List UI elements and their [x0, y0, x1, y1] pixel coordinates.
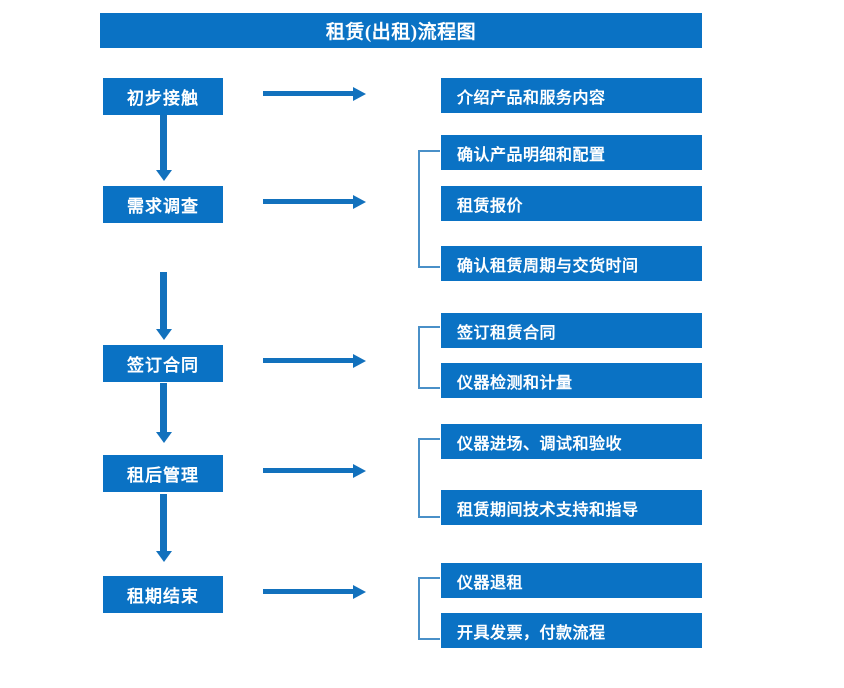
group-bracket-5: [418, 577, 440, 640]
horizontal-arrow-3: [263, 358, 353, 363]
detail-box-3-1[interactable]: 签订租赁合同: [441, 313, 702, 348]
group-bracket-2: [418, 150, 440, 268]
vertical-arrow-4: [160, 494, 167, 552]
detail-box-4-2[interactable]: 租赁期间技术支持和指导: [441, 490, 702, 525]
detail-box-1-1[interactable]: 介绍产品和服务内容: [441, 78, 702, 113]
stage-box-3[interactable]: 签订合同: [103, 345, 223, 382]
detail-box-2-1[interactable]: 确认产品明细和配置: [441, 135, 702, 170]
stage-box-5[interactable]: 租期结束: [103, 576, 223, 613]
group-bracket-3: [418, 326, 440, 389]
stage-box-1[interactable]: 初步接触: [103, 78, 223, 115]
vertical-arrow-2: [160, 272, 167, 330]
detail-box-5-2[interactable]: 开具发票，付款流程: [441, 613, 702, 648]
diagram-title: 租赁(出租)流程图: [100, 13, 702, 48]
detail-box-2-3[interactable]: 确认租赁周期与交货时间: [441, 246, 702, 281]
stage-box-4[interactable]: 租后管理: [103, 455, 223, 492]
vertical-arrow-3: [160, 383, 167, 433]
detail-box-4-1[interactable]: 仪器进场、调试和验收: [441, 424, 702, 459]
stage-box-2[interactable]: 需求调查: [103, 186, 223, 223]
group-bracket-4: [418, 438, 440, 518]
horizontal-arrow-1: [263, 91, 353, 96]
horizontal-arrow-5: [263, 589, 353, 594]
vertical-arrow-1: [160, 115, 167, 171]
horizontal-arrow-4: [263, 468, 353, 473]
detail-box-3-2[interactable]: 仪器检测和计量: [441, 363, 702, 398]
horizontal-arrow-2: [263, 199, 353, 204]
detail-box-2-2[interactable]: 租赁报价: [441, 186, 702, 221]
detail-box-5-1[interactable]: 仪器退租: [441, 563, 702, 598]
